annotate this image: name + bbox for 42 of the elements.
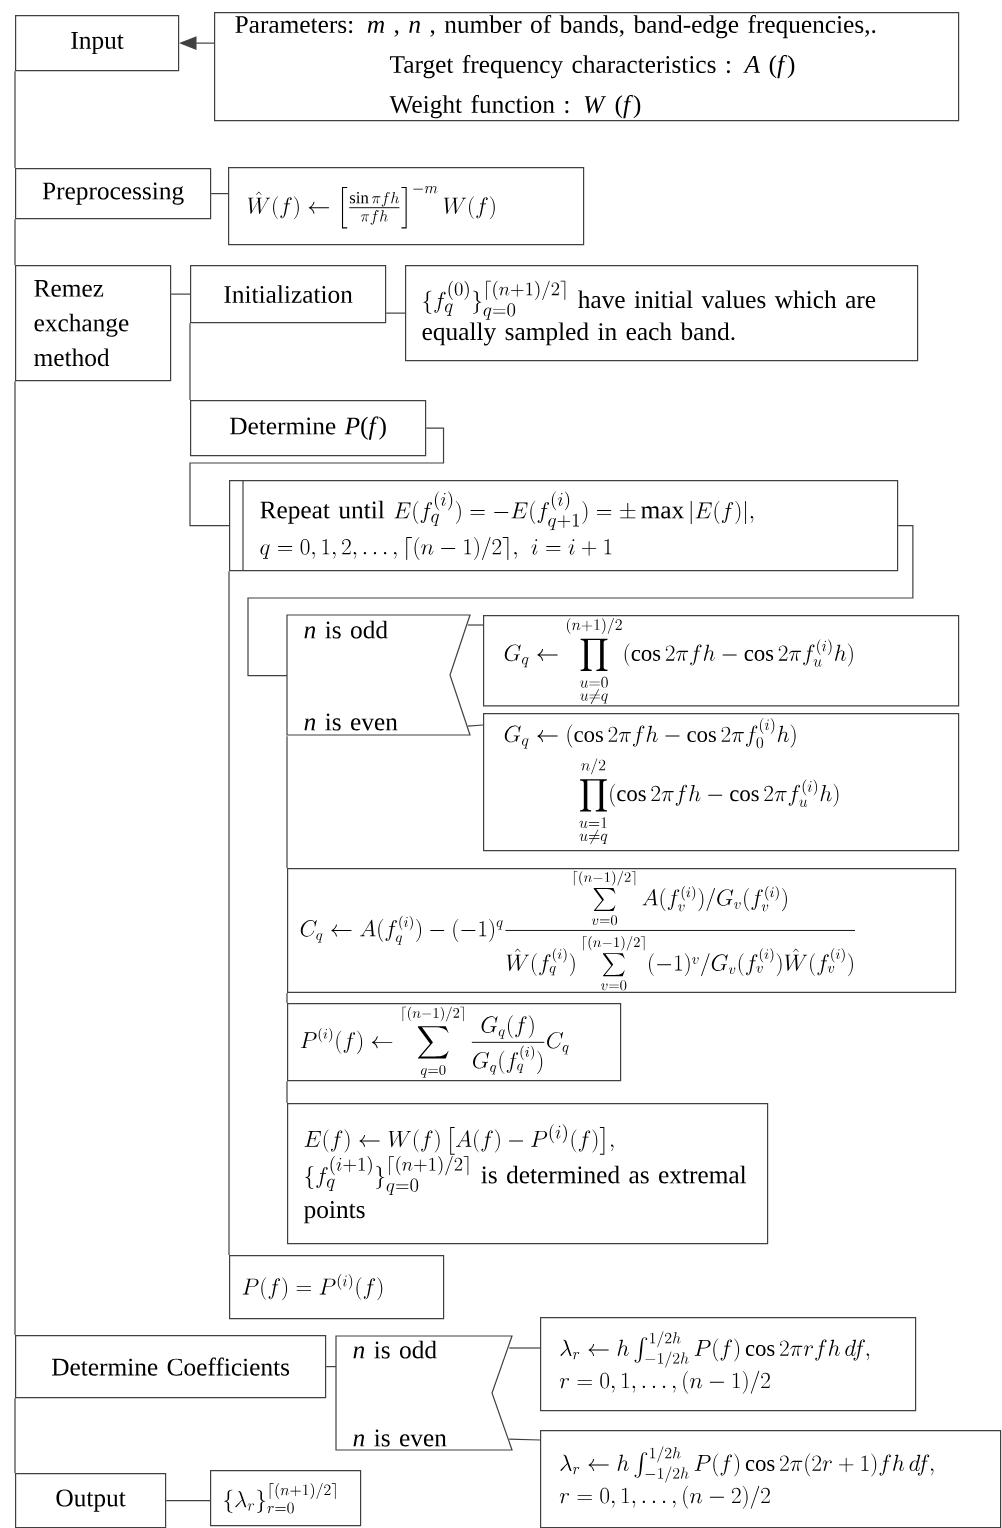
connector-line [508, 1347, 541, 1349]
process-box: $P(f)=P^{(i)}(f)$ [229, 1255, 445, 1320]
connector-line [14, 380, 16, 1336]
connector-line [247, 525, 914, 677]
connector-line [286, 735, 288, 869]
connector-line [165, 1500, 211, 1502]
connector-line [286, 992, 288, 1004]
process-box: $G_q\leftarrow\prod_{\substack{u=0\\u\neq q}}^{(n+1)/2}(\cos 2\pi f h-\cos 2\pi f_u^{(i)}h)$ [483, 615, 960, 707]
process-box: $P^{(i)}(f)\leftarrow\sum_{q=0}^{\lceil (n-1)/2\rceil}\frac{G_q(f)}{G_q(f_q^{(i)})}C_q$ [287, 1003, 622, 1082]
connector-line [325, 1366, 337, 1368]
process-box: Remez exchange method [15, 265, 172, 382]
connector-line [508, 1438, 541, 1441]
connector-line [210, 193, 229, 195]
selection-box: n is odd n is even [335, 1335, 513, 1451]
connector-line [385, 312, 406, 314]
connector-line [14, 1397, 16, 1474]
connector-line [189, 322, 191, 401]
selection-box: n is odd n is even [286, 614, 471, 736]
process-box: Output [15, 1473, 167, 1528]
process-box: Preprocessing [15, 168, 212, 220]
connector-line [189, 427, 445, 527]
process-box: Parameters: m , n , number of bands, band-edge frequencies,. Target frequency characteristics : A (f) Weight function : W (f) [214, 12, 960, 122]
process-box: $\{f_q^{(0)}\}_{q=0}^{\lceil (n+1)/2\rceil}$ have initial values which are equally sampled in each band. [405, 265, 919, 362]
process-box: Initialization [190, 265, 387, 324]
process-box: $\begin{array}{l}\lambda_r\leftarrow h\int_{-1/2h}^{1/2h}P(f)\cos 2\pi r f h\,df,\\ r=0,1,\ldots,(n-1)/2\end{array}$ [540, 1317, 917, 1412]
process-box: $\hat{W}(f)\leftarrow\left[\frac{\sin\pi f h}{\pi f h}\right]^{-m}W(f)$ [228, 167, 585, 246]
connector-line [14, 218, 16, 266]
process-box: $C_q\leftarrow A(f_q^{(i)})-(-1)^q\frac{\sum\limits_{v=0}^{\lceil (n-1)/2\rceil}A(f_v^{(i)})/G_v(f_v^{(i)})}{\hat{W}(f_q^{(i)})\sum\limits_{v=0}^{\lceil (n-1)/2\rceil}(-1)^v/G_v(f_v^{(i)})\hat{W}(f_v^{(i)})}$ [287, 868, 957, 993]
process-box: $\begin{aligned}G_q&\leftarrow(\cos 2\pi f h-\cos 2\pi f_0^{(i)}h)\\&\qquad\prod_{\substack{u=1\\u\neq q}}^{n/2}(\cos 2\pi f h-\cos 2\pi f_u^{(i)}h)\end{aligned}$ [483, 713, 960, 852]
connector-line [467, 624, 484, 626]
process-box: $E(f)\leftarrow W(f)\,\bigl[A(f)-P^{(i)}(f)\bigr],$ $\{f_q^{(i+1)}\}_{q=0}^{\lceil (n+1)/2\rceil}$ is determined as extremal points [287, 1103, 769, 1245]
process-box: Determine Coefficients [15, 1335, 327, 1399]
process-box: Input [15, 15, 180, 72]
connector-line [14, 70, 16, 169]
process-box: Determine P(f) [190, 400, 427, 457]
process-box: $\begin{array}{l}\lambda_r\leftarrow h\int_{-1/2h}^{1/2h}P(f)\cos 2\pi(2r+1)f h\,df,\\ r=0,1,\ldots,(n-2)/2\end{array}$ [540, 1430, 1002, 1528]
connector-line [228, 570, 230, 1256]
connector-line [286, 1080, 288, 1104]
connector-line [170, 293, 191, 295]
process-box: $\{\lambda_r\}_{r=0}^{\lceil (n+1)/2\rceil}$ [210, 1470, 362, 1527]
repeat-box: Repeat until $E(f_q^{(i)})=-E(f_{q+1}^{(i)})=\pm\max|E(f)|,$ $q=0,1,2,\ldots,\lceil (n-1)/2\rceil,\ i=i+1$ [229, 479, 899, 572]
connector-line [467, 724, 484, 727]
